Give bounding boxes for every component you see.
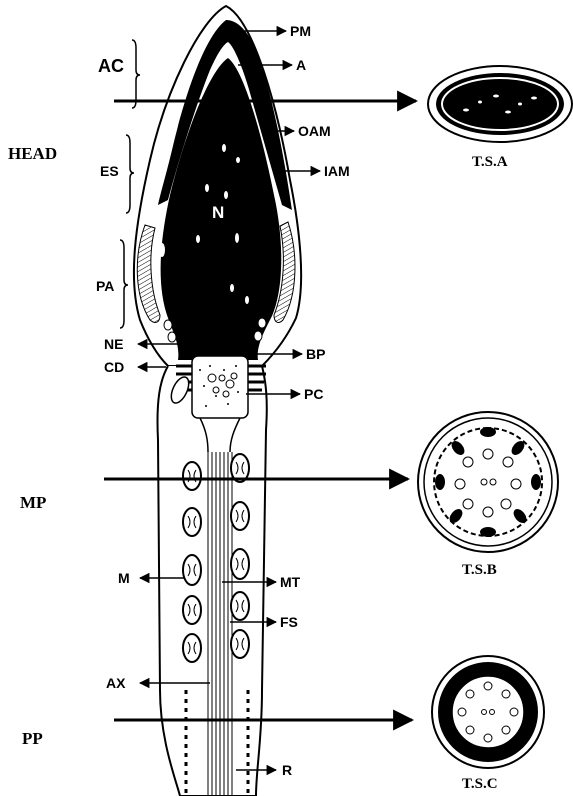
label-pm: PM <box>290 23 311 39</box>
sperm-head <box>134 6 301 366</box>
label-pa: PA <box>96 278 114 294</box>
label-m: M <box>118 570 130 586</box>
label-a: A <box>296 57 306 73</box>
label-n: N <box>212 203 224 222</box>
section-b <box>418 412 558 552</box>
label-cd: CD <box>104 359 124 375</box>
label-r: R <box>282 762 292 778</box>
label-mt: MT <box>280 574 301 590</box>
label-head: HEAD <box>8 144 57 163</box>
label-es: ES <box>100 163 119 179</box>
label-tsa: T.S.A <box>472 154 508 170</box>
section-c <box>432 656 544 768</box>
axoneme-lines <box>208 452 232 796</box>
label-tsb: T.S.B <box>462 562 497 578</box>
label-pp: PP <box>22 729 43 748</box>
label-ne: NE <box>104 336 123 352</box>
label-tsc: T.S.C <box>462 776 498 792</box>
label-pc: PC <box>304 386 323 402</box>
section-a <box>428 66 572 142</box>
label-ax: AX <box>106 675 126 691</box>
label-ac: AC <box>98 56 124 76</box>
label-oam: OAM <box>298 123 331 139</box>
label-mp: MP <box>20 493 46 512</box>
label-iam: IAM <box>324 163 350 179</box>
label-bp: BP <box>306 346 325 362</box>
label-fs: FS <box>280 614 298 630</box>
proximal-centriole-block <box>192 356 248 418</box>
